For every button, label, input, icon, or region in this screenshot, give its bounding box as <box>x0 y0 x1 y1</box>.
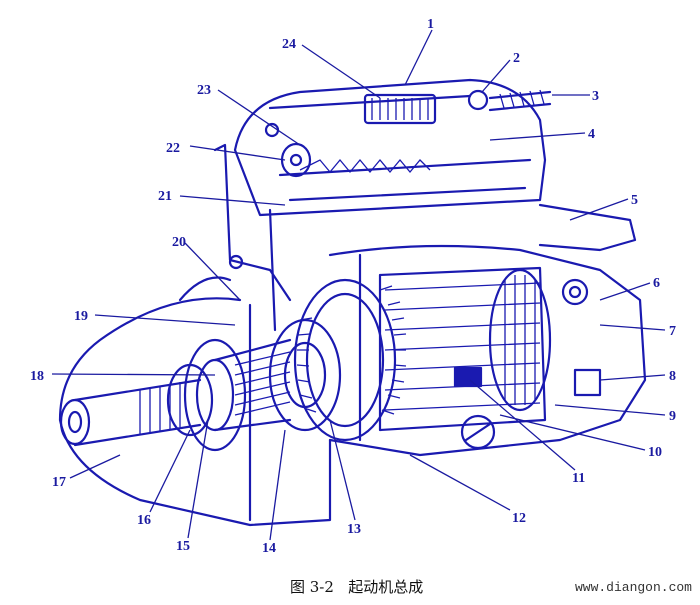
callout-labels: 1 2 3 4 5 6 7 8 9 10 11 12 13 14 15 16 1… <box>30 17 676 556</box>
callout-24: 24 <box>282 37 296 52</box>
figure-caption: 图 3-2 起动机总成 <box>290 578 424 596</box>
callout-20: 20 <box>172 235 186 250</box>
callout-18: 18 <box>30 369 44 384</box>
callout-8: 8 <box>669 369 676 384</box>
leader-lines <box>51 29 666 541</box>
callout-10: 10 <box>648 445 662 460</box>
callout-3: 3 <box>592 89 599 104</box>
callout-13: 13 <box>347 522 361 537</box>
callout-5: 5 <box>631 193 638 208</box>
callout-15: 15 <box>176 539 190 554</box>
callout-22: 22 <box>166 141 180 156</box>
callout-21: 21 <box>158 189 172 204</box>
callout-17: 17 <box>52 475 66 490</box>
callout-19: 19 <box>74 309 88 324</box>
callout-14: 14 <box>262 541 276 556</box>
callout-9: 9 <box>669 409 676 424</box>
callout-11: 11 <box>572 471 585 486</box>
callout-16: 16 <box>137 513 151 528</box>
starter-motor-drawing <box>58 78 647 527</box>
callout-12: 12 <box>512 511 526 526</box>
callout-2: 2 <box>513 51 520 66</box>
callout-6: 6 <box>653 276 660 291</box>
callout-23: 23 <box>197 83 211 98</box>
callout-4: 4 <box>588 127 595 142</box>
watermark: www.diangon.com <box>574 580 692 595</box>
callout-7: 7 <box>669 324 676 339</box>
callout-1: 1 <box>427 17 434 32</box>
